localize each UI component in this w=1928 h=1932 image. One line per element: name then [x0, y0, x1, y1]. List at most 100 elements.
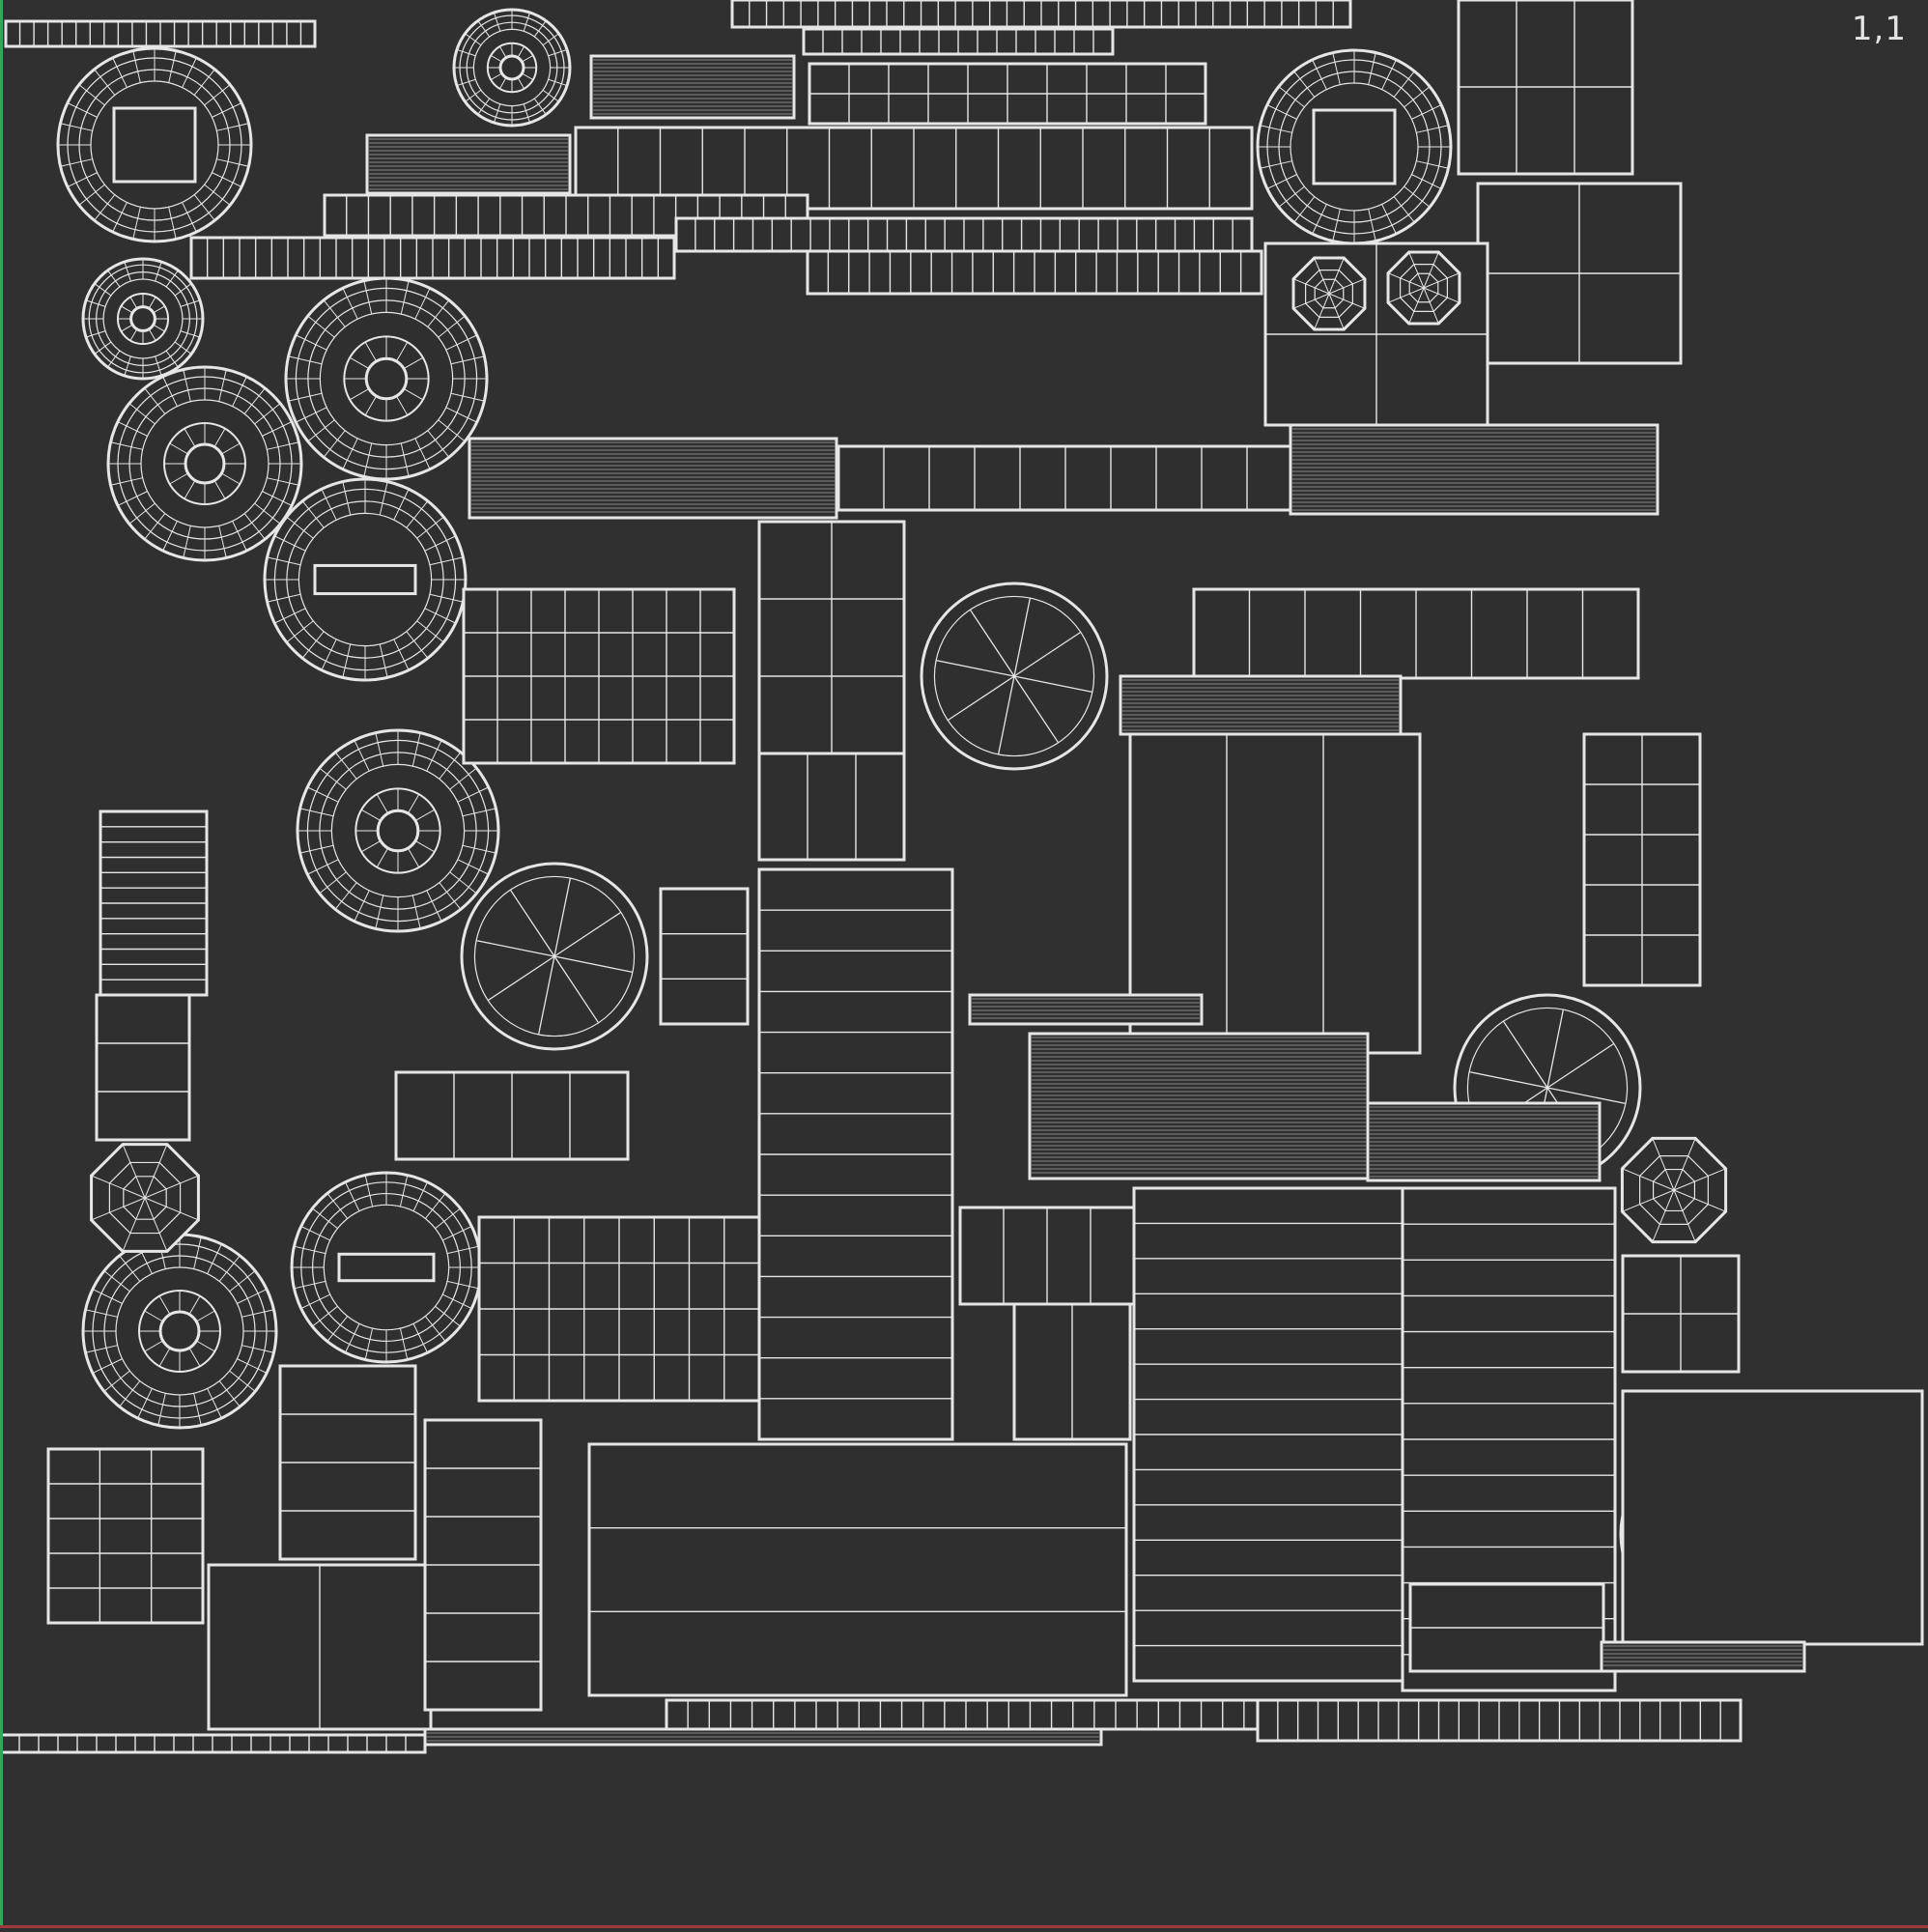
uv-island[interactable] — [808, 62, 1207, 126]
uv-edge[interactable] — [274, 535, 306, 552]
uv-edge[interactable] — [403, 387, 424, 401]
uv-edge[interactable] — [119, 1255, 141, 1282]
uv-edge[interactable] — [112, 57, 128, 88]
uv-edge[interactable] — [158, 1295, 171, 1315]
uv-edge[interactable] — [1411, 174, 1442, 189]
uv-edge[interactable] — [553, 955, 634, 974]
uv-edge[interactable] — [193, 69, 215, 96]
uv-island[interactable] — [1457, 0, 1634, 176]
uv-edge[interactable] — [411, 732, 421, 767]
uv-island[interactable] — [1621, 1254, 1741, 1374]
uv-edge[interactable] — [450, 355, 485, 365]
uv-edge[interactable] — [144, 1197, 199, 1221]
uv-edge[interactable] — [121, 305, 133, 314]
uv-edge[interactable] — [155, 261, 162, 282]
uv-edge[interactable] — [321, 489, 337, 521]
uv-edge[interactable] — [180, 330, 201, 338]
uv-edge[interactable] — [60, 158, 93, 167]
uv-edge[interactable] — [1652, 1138, 1675, 1191]
uv-hub[interactable] — [376, 809, 420, 853]
uv-edge[interactable] — [212, 172, 242, 187]
uv-edge[interactable] — [307, 419, 335, 442]
uv-edge[interactable] — [165, 350, 179, 368]
uv-edge[interactable] — [1260, 125, 1292, 133]
uv-island[interactable] — [968, 993, 1204, 1026]
uv-island[interactable] — [46, 1447, 205, 1625]
uv-edge[interactable] — [165, 270, 179, 288]
uv-edge[interactable] — [67, 102, 98, 118]
uv-island[interactable] — [95, 993, 191, 1142]
uv-edge[interactable] — [1546, 1042, 1615, 1089]
uv-edge[interactable] — [457, 859, 489, 875]
uv-edge[interactable] — [517, 77, 525, 90]
uv-edge[interactable] — [1652, 1189, 1675, 1242]
uv-edge[interactable] — [537, 955, 555, 1036]
uv-edge[interactable] — [162, 376, 178, 407]
uv-edge[interactable] — [323, 430, 346, 458]
uv-edge[interactable] — [94, 341, 112, 355]
uv-edge[interactable] — [218, 1380, 241, 1407]
uv-edge[interactable] — [1013, 597, 1032, 677]
uv-edge[interactable] — [144, 1175, 199, 1199]
uv-edge[interactable] — [85, 299, 106, 307]
uv-edge[interactable] — [312, 1208, 338, 1230]
uv-edge[interactable] — [274, 608, 306, 624]
uv-edge[interactable] — [399, 1175, 409, 1208]
uv-edge[interactable] — [262, 491, 293, 506]
uv-edge[interactable] — [1408, 287, 1425, 325]
uv-wheel-icon[interactable] — [263, 477, 468, 682]
uv-hub[interactable] — [1312, 108, 1397, 185]
uv-island[interactable] — [757, 867, 954, 1441]
uv-edge[interactable] — [1387, 272, 1425, 289]
uv-edge[interactable] — [406, 500, 429, 528]
uv-edge[interactable] — [1292, 278, 1330, 295]
uv-edge[interactable] — [232, 376, 247, 407]
uv-edge[interactable] — [91, 1175, 146, 1199]
uv-edge[interactable] — [414, 839, 436, 853]
uv-edge[interactable] — [376, 847, 389, 868]
uv-edge[interactable] — [439, 882, 462, 910]
uv-edge[interactable] — [207, 1388, 222, 1419]
uv-edge[interactable] — [1387, 287, 1425, 303]
uv-edge[interactable] — [296, 334, 327, 351]
uv-edge[interactable] — [294, 1280, 326, 1290]
uv-edge[interactable] — [522, 72, 534, 81]
uv-edge[interactable] — [1381, 59, 1397, 90]
uv-edge[interactable] — [132, 50, 141, 83]
uv-edge[interactable] — [498, 45, 507, 58]
uv-edge[interactable] — [446, 1280, 479, 1290]
uv-edge[interactable] — [1403, 86, 1431, 108]
uv-edge[interactable] — [326, 1316, 349, 1342]
uv-edge[interactable] — [307, 859, 339, 875]
uv-edge[interactable] — [153, 305, 165, 314]
uv-edge[interactable] — [1622, 1168, 1675, 1191]
uv-edge[interactable] — [345, 1323, 360, 1353]
uv-edge[interactable] — [112, 202, 128, 233]
uv-edge[interactable] — [1423, 287, 1460, 303]
uv-edge[interactable] — [184, 428, 196, 447]
uv-edge[interactable] — [1314, 293, 1330, 330]
uv-edge[interactable] — [319, 871, 347, 895]
uv-edge[interactable] — [435, 1305, 461, 1327]
uv-edge[interactable] — [129, 328, 138, 341]
uv-edge[interactable] — [1423, 251, 1439, 289]
uv-edge[interactable] — [406, 631, 429, 659]
uv-island[interactable] — [1366, 1101, 1602, 1182]
uv-edge[interactable] — [462, 808, 496, 817]
uv-edge[interactable] — [267, 477, 299, 486]
uv-edge[interactable] — [429, 593, 464, 603]
uv-edge[interactable] — [1416, 125, 1449, 133]
uv-edge[interactable] — [183, 369, 191, 402]
uv-edge[interactable] — [1266, 104, 1297, 120]
uv-edge[interactable] — [379, 481, 388, 516]
uv-edge[interactable] — [424, 608, 456, 624]
uv-edge[interactable] — [442, 1226, 472, 1241]
uv-edge[interactable] — [1266, 174, 1297, 189]
uv-edge[interactable] — [182, 57, 197, 88]
uv-island[interactable] — [207, 1563, 433, 1731]
uv-island-outline[interactable] — [95, 993, 191, 1142]
uv-edge[interactable] — [92, 1358, 123, 1374]
uv-edge[interactable] — [193, 1236, 202, 1269]
uv-edge[interactable] — [296, 407, 327, 423]
uv-edge[interactable] — [218, 1255, 241, 1282]
